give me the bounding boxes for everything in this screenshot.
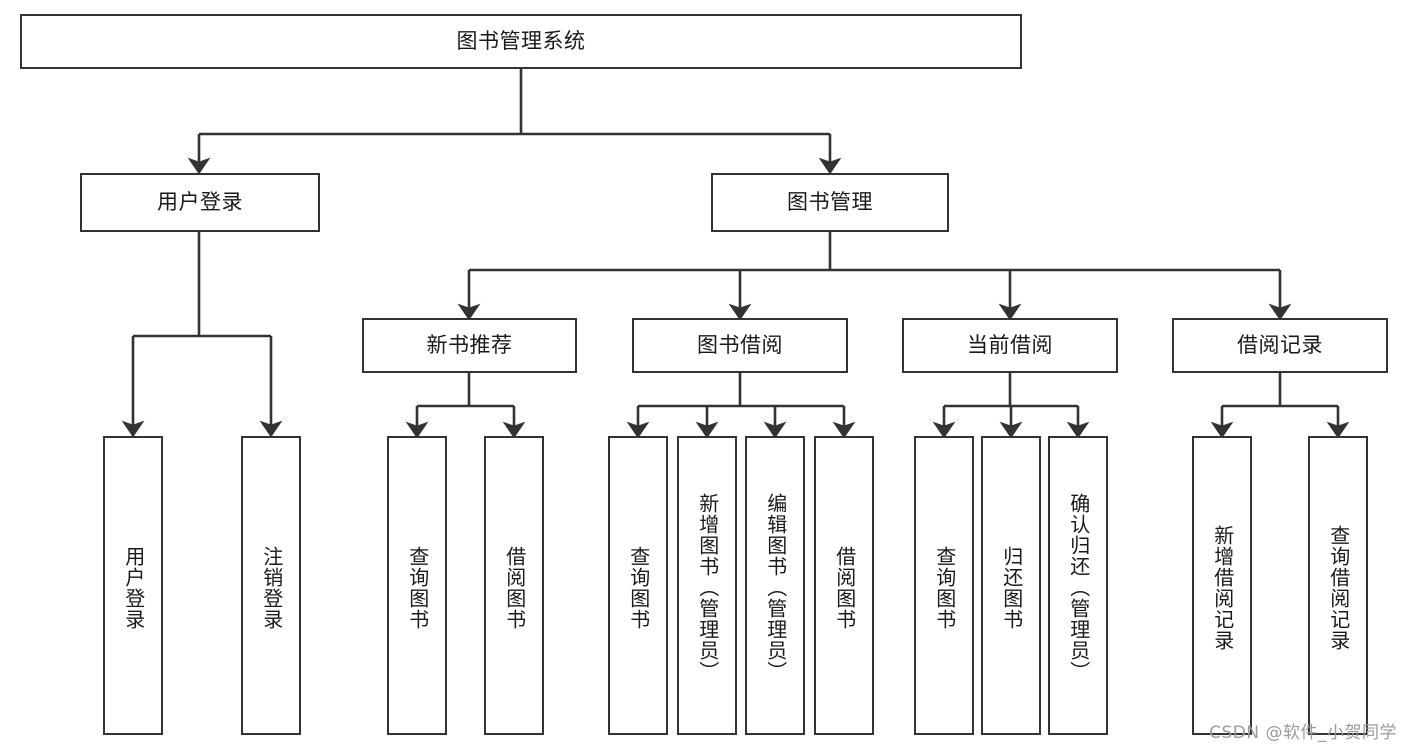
leaf-new-book-query-label: 查询图书 <box>405 545 430 630</box>
leaf-borrow-query-book[interactable]: 查询图书 <box>608 436 668 735</box>
leaf-current-confirm-return-admin[interactable]: 确认归还（管理员） <box>1048 436 1108 735</box>
leaf-new-book-query[interactable]: 查询图书 <box>387 436 447 735</box>
leaf-borrow-edit-book-admin-label: 编辑图书（管理员） <box>763 493 788 682</box>
leaf-user-login-login[interactable]: 用户登录 <box>103 436 163 735</box>
leaf-current-query-book-label: 查询图书 <box>932 545 957 630</box>
leaf-current-return-book[interactable]: 归还图书 <box>981 436 1041 735</box>
node-book-borrow[interactable]: 图书借阅 <box>632 318 848 373</box>
leaf-record-add-record-label: 新增借阅记录 <box>1210 524 1235 651</box>
node-user-login-label: 用户登录 <box>157 189 243 214</box>
node-borrow-record-label: 借阅记录 <box>1237 332 1323 357</box>
node-current-borrow-label: 当前借阅 <box>967 332 1053 357</box>
leaf-record-query-record[interactable]: 查询借阅记录 <box>1308 436 1368 735</box>
leaf-user-login-login-label: 用户登录 <box>121 545 146 630</box>
leaf-user-login-logout[interactable]: 注销登录 <box>241 436 301 735</box>
leaf-record-query-record-label: 查询借阅记录 <box>1326 524 1351 651</box>
leaf-borrow-add-book-admin[interactable]: 新增图书（管理员） <box>677 436 737 735</box>
watermark-text: CSDN @软件_小贺同学 <box>1209 723 1397 743</box>
leaf-current-query-book[interactable]: 查询图书 <box>914 436 974 735</box>
leaf-current-confirm-return-admin-label: 确认归还（管理员） <box>1066 493 1091 682</box>
node-root-label: 图书管理系统 <box>456 28 586 53</box>
node-borrow-record[interactable]: 借阅记录 <box>1172 318 1388 373</box>
node-root-book-management-system[interactable]: 图书管理系统 <box>20 14 1022 69</box>
leaf-borrow-add-book-admin-label: 新增图书（管理员） <box>695 493 720 682</box>
leaf-record-add-record[interactable]: 新增借阅记录 <box>1192 436 1252 735</box>
node-new-book-recommend[interactable]: 新书推荐 <box>362 318 577 373</box>
leaf-user-login-logout-label: 注销登录 <box>259 545 284 630</box>
node-book-management-label: 图书管理 <box>787 189 873 214</box>
leaf-current-return-book-label: 归还图书 <box>999 545 1024 630</box>
node-book-borrow-label: 图书借阅 <box>697 332 783 357</box>
leaf-new-book-borrow-label: 借阅图书 <box>502 545 527 630</box>
node-book-management[interactable]: 图书管理 <box>711 173 949 232</box>
node-user-login[interactable]: 用户登录 <box>80 173 320 232</box>
leaf-borrow-borrow-book[interactable]: 借阅图书 <box>814 436 874 735</box>
leaf-borrow-query-book-label: 查询图书 <box>626 545 651 630</box>
leaf-borrow-edit-book-admin[interactable]: 编辑图书（管理员） <box>745 436 805 735</box>
leaf-new-book-borrow[interactable]: 借阅图书 <box>484 436 544 735</box>
leaf-borrow-borrow-book-label: 借阅图书 <box>832 545 857 630</box>
node-current-borrow[interactable]: 当前借阅 <box>902 318 1118 373</box>
node-new-book-recommend-label: 新书推荐 <box>426 332 513 357</box>
